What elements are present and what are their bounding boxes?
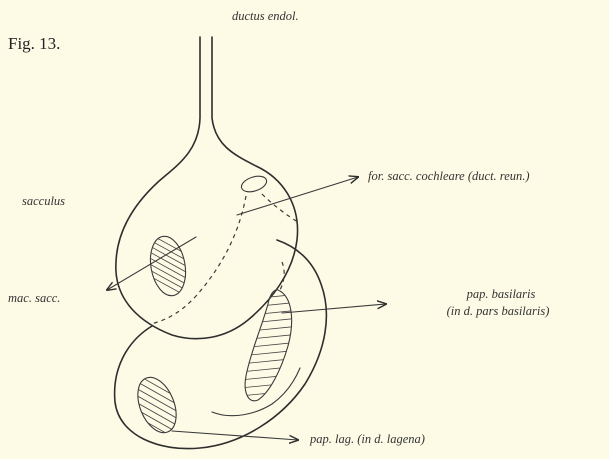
arrow-foramen <box>237 177 358 215</box>
label-ductus-endolymphaticus: ductus endol. <box>232 9 299 23</box>
foramen-sacculo-cochleare <box>239 173 268 194</box>
papilla-lagenae <box>130 366 183 441</box>
lagena-inner-curve <box>212 368 300 416</box>
lagena-chamber <box>115 240 327 449</box>
ductus-endolymphaticus <box>116 37 298 339</box>
macula-sacculi <box>146 230 190 300</box>
label-foramen: for. sacc. cochleare (duct. reun.) <box>368 169 530 183</box>
arrow-papilla-lagenae <box>172 431 298 440</box>
label-sacculus: sacculus <box>22 194 65 208</box>
label-papilla-basilaris-location: (in d. pars basilaris) <box>447 304 550 318</box>
label-papilla-lagenae: pap. lag. (in d. lagena) <box>309 432 425 446</box>
arrow-papilla-basilaris <box>282 304 386 313</box>
papilla-basilaris <box>240 262 300 401</box>
label-papilla-basilaris: pap. basilaris <box>466 287 536 301</box>
label-macula-sacculi: mac. sacc. <box>8 291 60 305</box>
dashed-boundary-right <box>262 194 298 222</box>
figure-label: Fig. 13. <box>8 34 60 53</box>
